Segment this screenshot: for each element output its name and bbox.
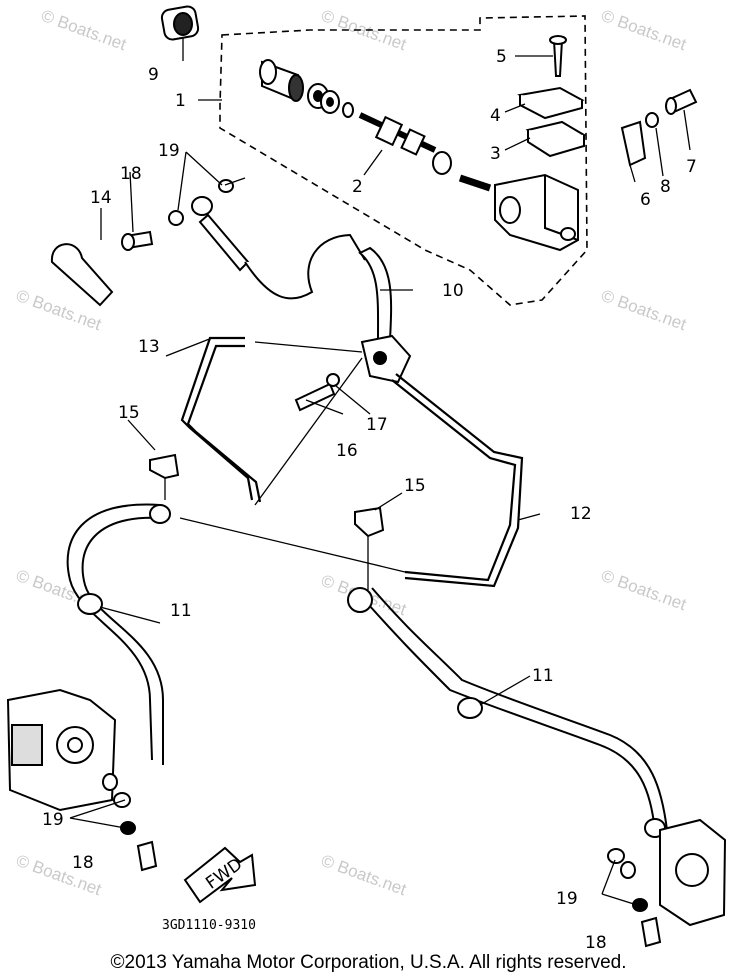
- upper-left-fittings: [50, 179, 234, 307]
- watermark: © Boats.net: [319, 851, 409, 899]
- hose-joint-block: [294, 334, 412, 412]
- callout-18c: 18: [585, 933, 607, 953]
- callout-11a: 11: [170, 601, 192, 621]
- callout-18b: 18: [72, 853, 94, 873]
- callout-9: 9: [148, 65, 159, 85]
- callout-19c: 19: [556, 889, 578, 909]
- callout-13: 13: [138, 337, 160, 357]
- piston-assembly-part: [259, 59, 492, 192]
- callout-4: 4: [490, 106, 501, 126]
- reservoir-cap-parts: [517, 35, 587, 158]
- watermark: © Boats.net: [599, 6, 689, 54]
- part-code: 3GD1110-9310: [162, 918, 256, 933]
- callout-15b: 15: [404, 476, 426, 496]
- callout-6: 6: [640, 190, 651, 210]
- brake-hoses-lower: [66, 503, 668, 838]
- brake-hose-upper: [191, 196, 393, 341]
- pipe-clips: [149, 453, 385, 538]
- watermark: © Boats.net: [39, 6, 129, 54]
- brake-pipes: [180, 336, 524, 588]
- right-caliper: [607, 818, 727, 948]
- boot-part: [160, 5, 200, 41]
- callout-17: 17: [366, 415, 388, 435]
- callout-12: 12: [570, 504, 592, 524]
- callout-14: 14: [90, 188, 112, 208]
- callout-19b: 19: [42, 810, 64, 830]
- callout-3: 3: [490, 144, 501, 164]
- callout-16: 16: [336, 441, 358, 461]
- callout-15a: 15: [118, 403, 140, 423]
- clamp-bolt-parts: [620, 88, 698, 167]
- callout-leaders: [69, 38, 691, 906]
- watermark: © Boats.net: [599, 286, 689, 334]
- callout-2: 2: [352, 177, 363, 197]
- callout-8: 8: [660, 177, 671, 197]
- callout-1: 1: [175, 91, 186, 111]
- master-cylinder-kit-outline: [219, 15, 588, 306]
- callout-5: 5: [496, 47, 507, 67]
- callout-7: 7: [686, 157, 697, 177]
- callout-labels: 1 2 3 4 5 6 7 8 9 10 11 11 12 13 14 15 1…: [42, 47, 697, 953]
- callout-18a: 18: [120, 164, 142, 184]
- callout-19a: 19: [158, 141, 180, 161]
- left-caliper: [6, 688, 158, 872]
- master-cylinder-body: [494, 173, 579, 252]
- leader-lines: [164, 177, 406, 590]
- copyright-notice: ©2013 Yamaha Motor Corporation, U.S.A. A…: [110, 952, 627, 973]
- callout-10: 10: [442, 281, 464, 301]
- fwd-arrow: FWD: [183, 846, 257, 904]
- watermark: © Boats.net: [599, 566, 689, 614]
- callout-11b: 11: [532, 666, 554, 686]
